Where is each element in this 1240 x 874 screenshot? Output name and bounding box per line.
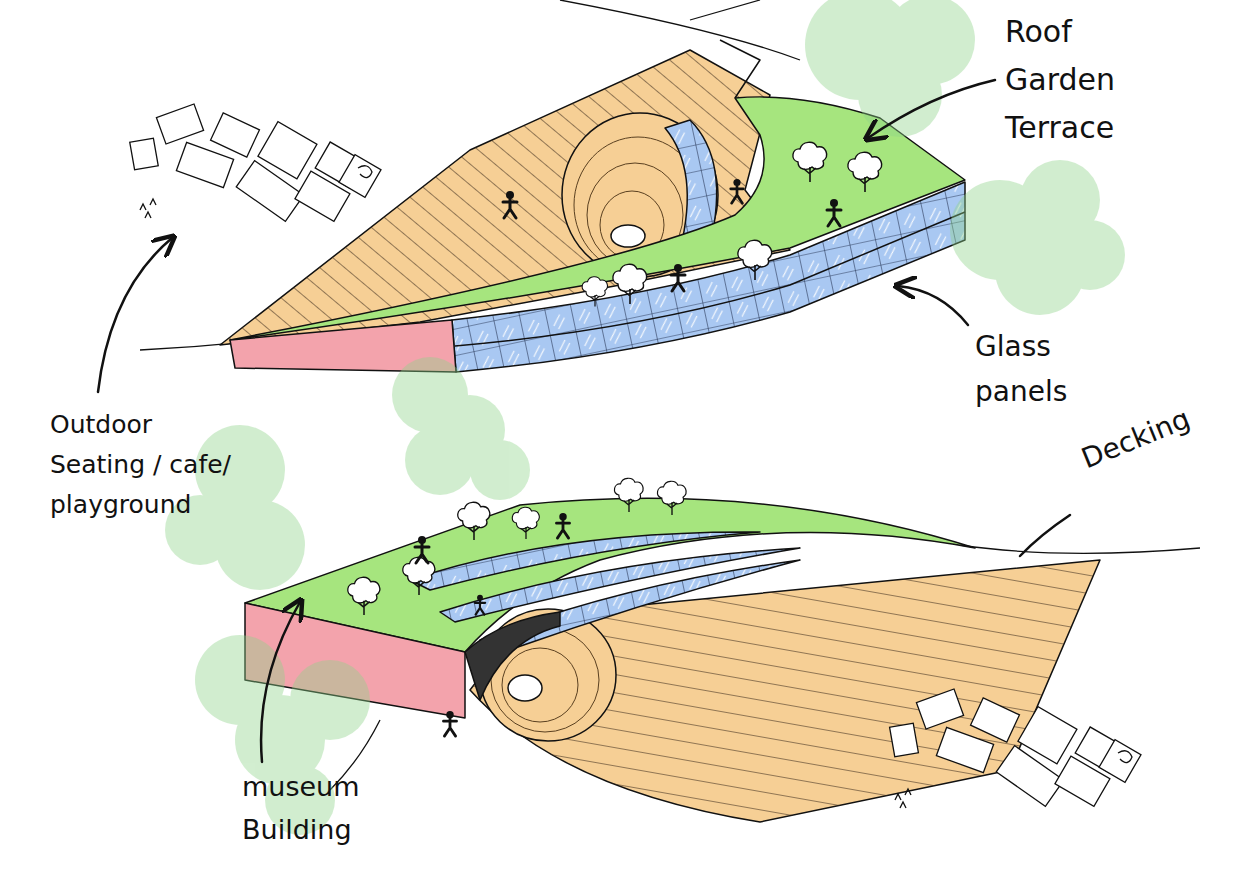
bottom-building [245, 498, 1100, 822]
leader-arrows [98, 80, 1070, 762]
callout-label: Decking [1075, 384, 1231, 482]
top-people [503, 179, 841, 291]
callout-label: museum Building [242, 765, 412, 851]
deck-bottom [470, 560, 1100, 822]
houses-top [130, 104, 381, 221]
foliage-blobs [165, 0, 1125, 835]
callout-label: Outdoor Seating / cafe/ playground [50, 405, 235, 525]
bottom-people [415, 513, 570, 736]
glass-band-3 [480, 560, 800, 655]
callout-label: Roof Garden Terrace [1005, 8, 1155, 152]
houses-bottom [890, 689, 1141, 808]
bottom-trees [348, 478, 686, 615]
glass-facade-top [452, 182, 965, 372]
top-trees [582, 142, 881, 306]
callout-label: Glass panels [975, 325, 1100, 415]
